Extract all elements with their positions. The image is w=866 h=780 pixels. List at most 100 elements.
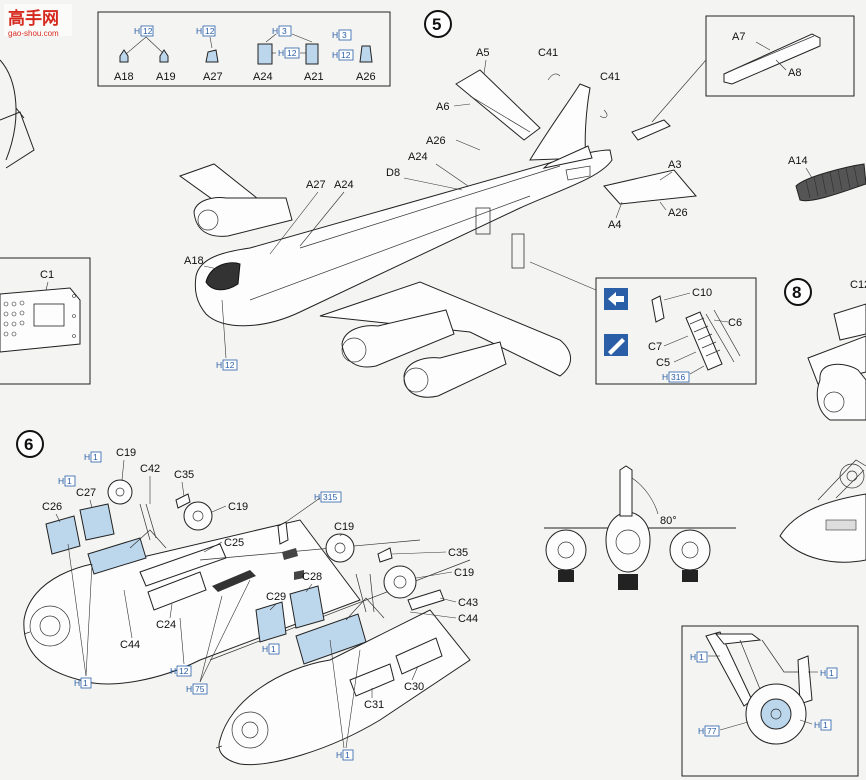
paint-brush-icon bbox=[604, 334, 628, 356]
svg-text:H: H bbox=[814, 720, 820, 730]
svg-text:3: 3 bbox=[342, 30, 347, 40]
front-view-aircraft: 80° bbox=[544, 465, 736, 590]
step-5-badge: 5 bbox=[424, 10, 452, 38]
part-c19-label: C19 bbox=[116, 447, 136, 459]
svg-text:77: 77 bbox=[707, 726, 717, 736]
svg-text:12: 12 bbox=[287, 48, 297, 58]
part-c41-label: C41 bbox=[600, 71, 620, 83]
svg-text:75: 75 bbox=[195, 684, 205, 694]
part-a14-label: A14 bbox=[788, 155, 808, 167]
part-c19-label: C19 bbox=[454, 567, 474, 579]
svg-text:1: 1 bbox=[345, 750, 350, 760]
svg-text:12: 12 bbox=[225, 360, 235, 370]
c1-label: C1 bbox=[40, 269, 54, 281]
left-edge-fragment bbox=[0, 59, 35, 169]
part-a3-label: A3 bbox=[668, 159, 681, 171]
svg-text:1: 1 bbox=[829, 668, 834, 678]
step-6-badge: 6 bbox=[16, 430, 44, 458]
part-a24-label: A24 bbox=[253, 71, 273, 83]
part-a27-label: A27 bbox=[203, 71, 223, 83]
part-a24-label: A24 bbox=[408, 151, 428, 163]
part-c6-label: C6 bbox=[728, 317, 742, 329]
part-c27-label: C27 bbox=[76, 487, 96, 499]
site-watermark: 高手网 gao-shou.com bbox=[4, 4, 72, 38]
part-a18-label: A18 bbox=[184, 255, 204, 267]
svg-text:316: 316 bbox=[671, 372, 685, 382]
part-c35-label: C35 bbox=[448, 547, 468, 559]
part-c30-label: C30 bbox=[404, 681, 424, 693]
svg-text:H: H bbox=[278, 48, 284, 58]
svg-text:H: H bbox=[216, 360, 222, 370]
part-c31-label: C31 bbox=[364, 699, 384, 711]
svg-text:12: 12 bbox=[341, 50, 351, 60]
watermark-url: gao-shou.com bbox=[8, 29, 59, 38]
part-c44-label: C44 bbox=[458, 613, 478, 625]
part-a24-label: A24 bbox=[334, 179, 354, 191]
part-c25-label: C25 bbox=[224, 537, 244, 549]
part-c43-label: C43 bbox=[458, 597, 478, 609]
svg-text:H: H bbox=[170, 666, 176, 676]
svg-text:H: H bbox=[74, 678, 80, 688]
svg-text:315: 315 bbox=[323, 492, 337, 502]
svg-text:5: 5 bbox=[432, 15, 441, 34]
svg-text:H: H bbox=[336, 750, 342, 760]
part-c41-label: C41 bbox=[538, 47, 558, 59]
svg-text:H: H bbox=[332, 50, 338, 60]
svg-text:1: 1 bbox=[93, 452, 98, 462]
part-d8-label: D8 bbox=[386, 167, 400, 179]
svg-text:H: H bbox=[134, 26, 140, 36]
svg-text:1: 1 bbox=[823, 720, 828, 730]
part-a19-label: A19 bbox=[156, 71, 176, 83]
part-c35-label: C35 bbox=[174, 469, 194, 481]
part-a27-label: A27 bbox=[306, 179, 326, 191]
c1-panel-box: C1 bbox=[0, 257, 91, 385]
svg-text:H: H bbox=[690, 652, 696, 662]
step-5-labels: A5 A6 C41 C41 A26 A24 D8 A27 A24 A18 A3 … bbox=[184, 47, 688, 371]
part-c24-label: C24 bbox=[156, 619, 176, 631]
tail-probe-inset: A7 A8 bbox=[705, 15, 855, 97]
aircraft-nose-step6 bbox=[23, 479, 471, 766]
arrow-icon bbox=[604, 288, 628, 310]
part-c26-label: C26 bbox=[42, 501, 62, 513]
part-c19-label: C19 bbox=[334, 521, 354, 533]
svg-text:12: 12 bbox=[143, 26, 153, 36]
svg-text:6: 6 bbox=[24, 435, 33, 454]
angle-label: 80° bbox=[660, 515, 677, 527]
part-a18-label: A18 bbox=[114, 71, 134, 83]
svg-text:1: 1 bbox=[699, 652, 704, 662]
part-a26-label: A26 bbox=[668, 207, 688, 219]
a14-part: A14 bbox=[788, 155, 866, 202]
svg-text:1: 1 bbox=[67, 476, 72, 486]
part-a8-label: A8 bbox=[788, 67, 801, 79]
svg-text:H: H bbox=[314, 492, 320, 502]
svg-text:8: 8 bbox=[792, 283, 801, 302]
part-a21-label: A21 bbox=[304, 71, 324, 83]
part-c28-label: C28 bbox=[302, 571, 322, 583]
svg-text:12: 12 bbox=[179, 666, 189, 676]
step-8-badge: 8 bbox=[784, 278, 812, 306]
svg-text:H: H bbox=[662, 372, 668, 382]
part-c5-label: C5 bbox=[656, 357, 670, 369]
svg-text:H: H bbox=[820, 668, 826, 678]
svg-text:12: 12 bbox=[205, 26, 215, 36]
part-c44-label: C44 bbox=[120, 639, 140, 651]
part-a5-label: A5 bbox=[476, 47, 489, 59]
